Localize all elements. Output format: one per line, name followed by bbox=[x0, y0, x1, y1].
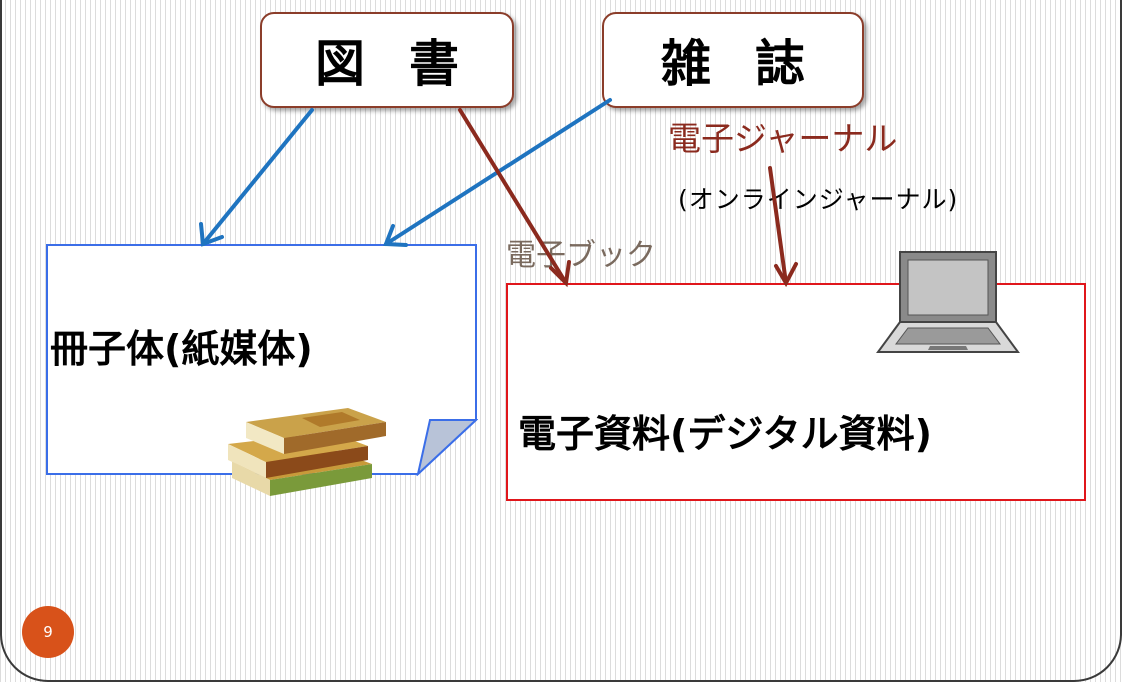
print-media-label: 冊子体(紙媒体) bbox=[50, 327, 313, 371]
arrow-ejournal-to-digital bbox=[768, 166, 788, 285]
ebook-label: 電子ブック bbox=[506, 238, 656, 273]
online-journal-label: (オンラインジャーナル) bbox=[678, 185, 959, 214]
books-icon bbox=[222, 400, 392, 504]
category-books: 図書 bbox=[260, 12, 514, 108]
digital-media-label: 電子資料(デジタル資料) bbox=[518, 412, 932, 456]
ejournal-label: 電子ジャーナル bbox=[668, 119, 898, 158]
category-magazines: 雑誌 bbox=[602, 12, 864, 108]
arrow-books-to-digital bbox=[458, 108, 568, 285]
arrow-books-to-print bbox=[201, 108, 314, 246]
laptop-icon bbox=[872, 244, 1024, 364]
page-number-badge: 9 bbox=[22, 606, 74, 658]
